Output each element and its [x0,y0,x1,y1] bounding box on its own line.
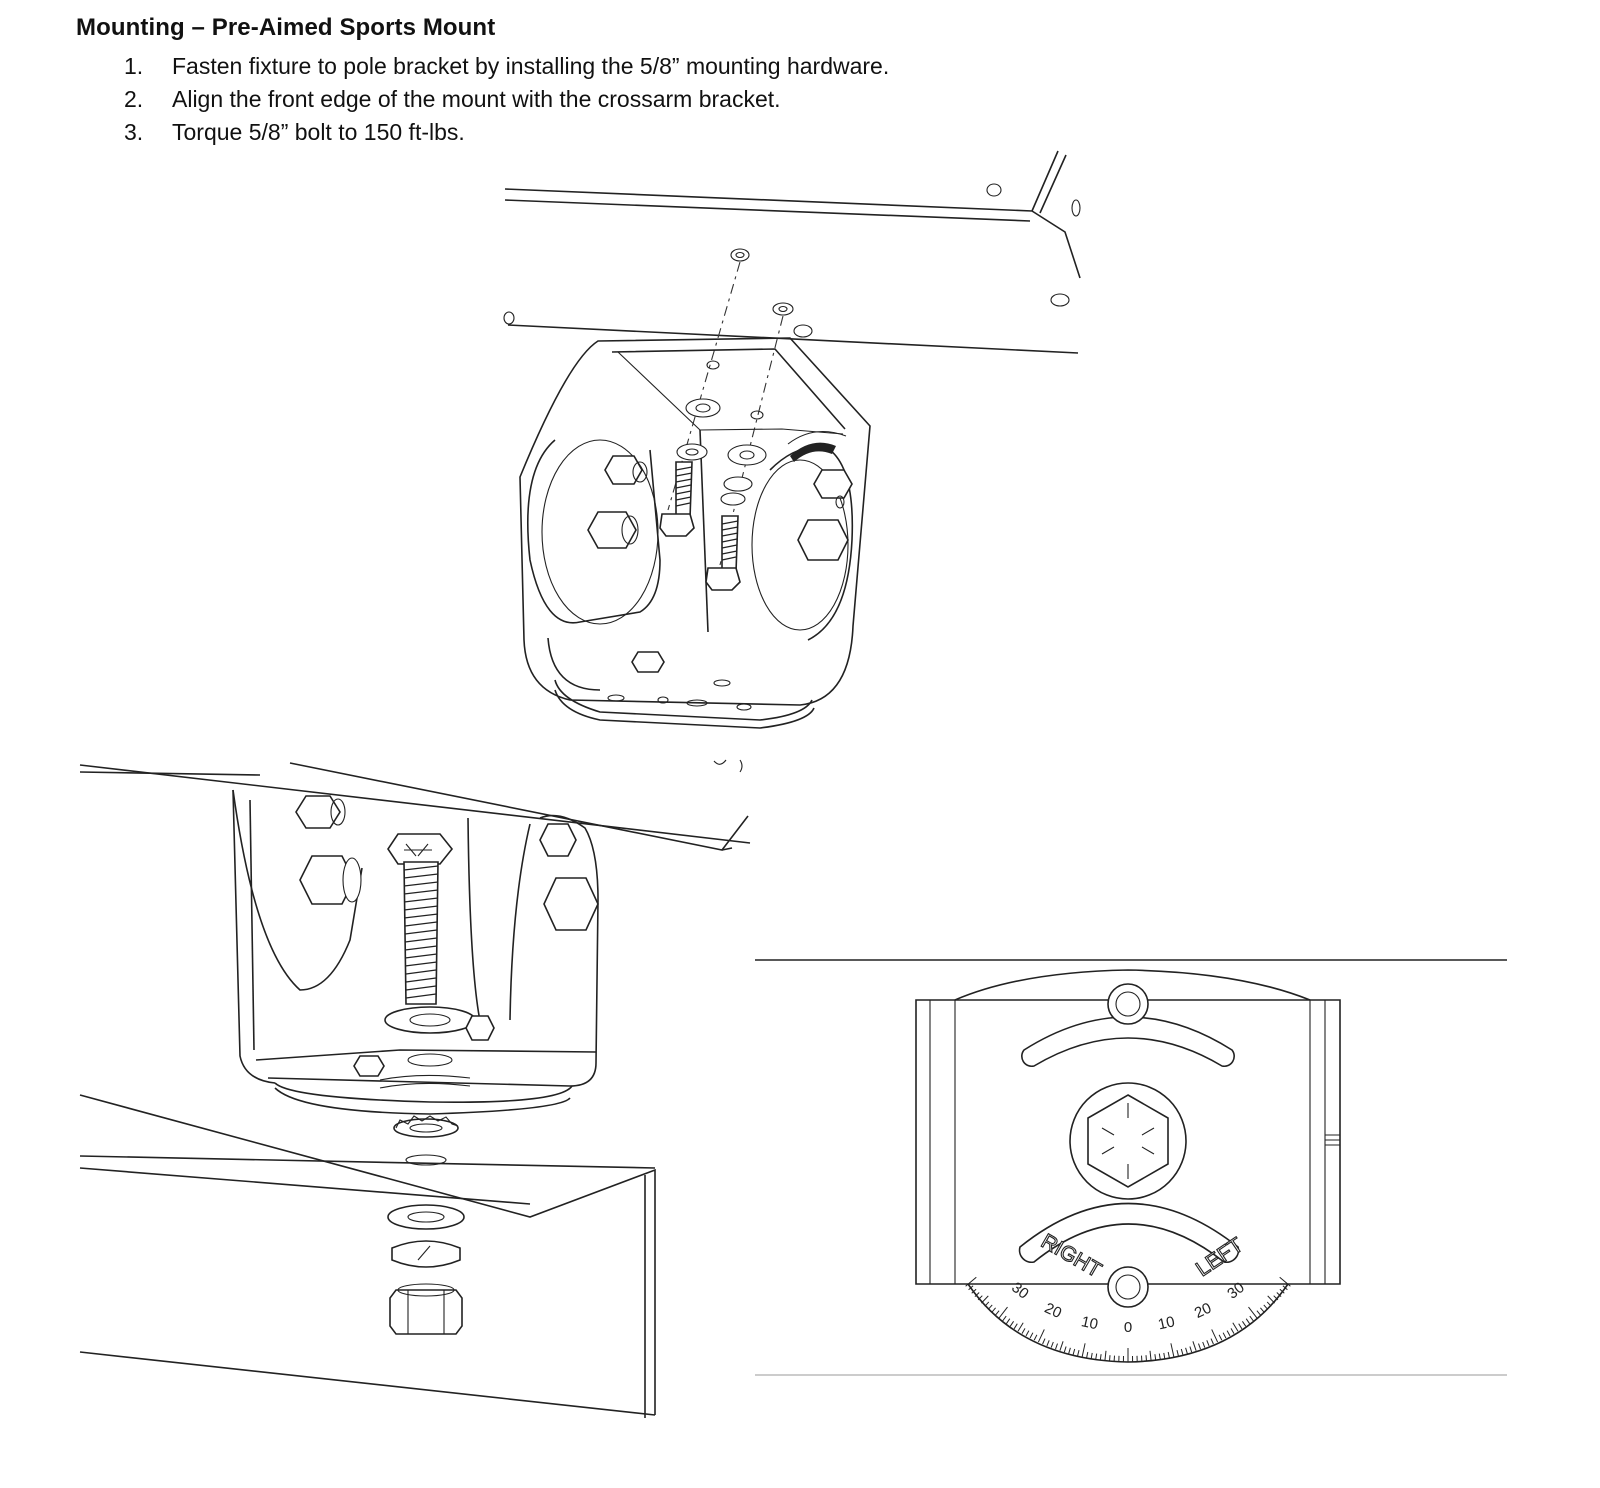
dial-tick [1167,1351,1170,1358]
dial-tick [1042,1338,1046,1345]
dial-tick [1222,1332,1227,1339]
dial-tick [1189,1346,1193,1353]
dial-tick [1002,1315,1007,1322]
dial-tick [1025,1330,1030,1337]
page-title: Mounting – Pre-Aimed Sports Mount [76,14,496,41]
dial-tick [1279,1276,1291,1287]
dial-tick [977,1295,983,1301]
dial-tick [1170,1343,1175,1358]
dial-tick [1210,1338,1214,1345]
dial-tick [1273,1295,1279,1301]
dial-tick [1021,1328,1026,1334]
dial-tick [1176,1349,1179,1357]
dial-tick [1206,1340,1210,1347]
dial-scale-number: 0 [1124,1319,1132,1336]
dial-tick [974,1292,980,1297]
dial-tick [1149,1350,1152,1361]
dial-tick [1081,1343,1086,1358]
dial-tick [1158,1353,1161,1360]
dial-tick [1059,1341,1064,1351]
dial-tick [1017,1322,1024,1332]
dial-tick [1226,1330,1231,1337]
dial-tick [1163,1352,1166,1359]
step-text: Torque 5/8” bolt to 150 ft-lbs. [172,119,465,145]
dial-tick [1063,1346,1067,1353]
dial-label-left: LEFT [1192,1233,1248,1281]
dial-tick [998,1306,1008,1319]
dial-tick [1055,1343,1058,1350]
dial-tick [1009,1321,1015,1327]
dial-tick [994,1310,1000,1316]
dial-tick [1180,1348,1184,1355]
dial-tick [984,1301,990,1307]
dial-tick [1198,1343,1201,1350]
dial-tick [1050,1341,1054,1348]
dial-scale-number: 30 [1224,1279,1248,1303]
dial-tick [987,1304,993,1310]
dial-tick [1245,1318,1251,1324]
mount-exploded-drawing [503,150,1081,729]
dial-tick [1241,1321,1247,1327]
dial-tick [1282,1285,1288,1291]
dial-tick [1013,1323,1018,1330]
dial-tick [1005,1318,1011,1324]
dial-tick [1104,1350,1107,1361]
dial-tick [1279,1288,1285,1294]
dial-tick [1202,1341,1206,1348]
step-text: Align the front edge of the mount with t… [172,86,781,112]
dial-tick [1185,1347,1188,1354]
dial-tick [1238,1323,1243,1330]
dial-scale-number: 10 [1156,1313,1176,1333]
dial-tick [981,1295,989,1304]
dial-tick [1249,1315,1254,1322]
dial-tick [1086,1351,1089,1358]
dial-tick [1145,1355,1147,1362]
mount-installed-drawing [79,759,751,1418]
step-number: 1. [124,53,144,79]
dial-tick [1230,1328,1235,1334]
dial-tick [1037,1329,1045,1343]
dial-tick [1260,1307,1265,1313]
dial-tick [1218,1334,1223,1341]
step-number: 2. [124,86,144,112]
step-number: 3. [124,119,144,145]
step-text: Fasten fixture to pole bracket by instal… [172,53,890,79]
dial-scale-number: 20 [1192,1300,1214,1322]
dial-tick [1276,1292,1282,1297]
dial-scale-number: 10 [1080,1313,1100,1333]
dial-tick [1046,1340,1050,1347]
dial-scale-numbers: 30 20 10 0 10 20 30 [1008,1279,1248,1336]
dial-tick [971,1288,977,1294]
dial-tick [1077,1349,1080,1357]
dial-tick [1266,1301,1272,1307]
dial-tick [1109,1355,1111,1362]
step-item: 3. Torque 5/8” bolt to 150 ft-lbs. [124,116,889,149]
step-item: 1. Fasten fixture to pole bracket by inst… [124,50,889,83]
step-item: 2. Align the front edge of the mount with… [124,83,889,116]
dial-tick [1192,1341,1197,1351]
dial-tick [1232,1322,1239,1332]
instruction-steps: 1. Fasten fixture to pole bracket by inst… [124,50,889,149]
dial-tick [991,1307,996,1313]
dial-tick [1095,1353,1098,1360]
dial-scale-ticks [965,1276,1291,1362]
dial-tick [1154,1354,1157,1361]
dial-tick [965,1276,977,1287]
dial-tick [1263,1304,1269,1310]
dial-tick [968,1285,974,1291]
dial-tick [1099,1354,1102,1361]
dial-tick [1033,1334,1038,1341]
dial-tick [1267,1295,1275,1304]
dial-tick [1090,1352,1093,1359]
dial-tick [1256,1310,1262,1316]
dial-tick [1248,1306,1258,1319]
dial-tick [1072,1348,1076,1355]
dial-tick [1029,1332,1034,1339]
dial-tick [1068,1347,1071,1354]
dial-scale-number: 30 [1008,1279,1032,1303]
dial-scale-number: 20 [1042,1300,1064,1322]
dial-tick [1211,1329,1219,1343]
